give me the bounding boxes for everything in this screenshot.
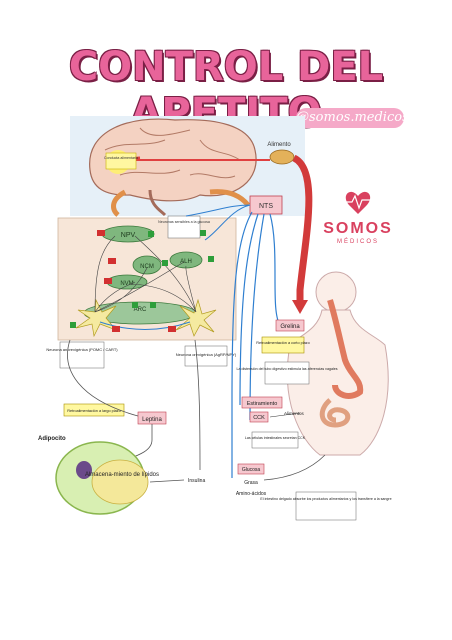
aminoacidos-label: Amino-ácidos [236,491,267,497]
brain-folds [104,127,241,179]
orexigenic-neuron [175,298,217,337]
vagal-line-2 [239,213,259,406]
arc-link [99,321,191,330]
orange-arrow-right [209,189,250,207]
esophagus-stomach [327,299,364,399]
vagal-note: La distensión del tubo digestivo estimul… [236,367,337,371]
npv-label: NPV [121,232,136,239]
ncm-label: NCM [140,264,154,270]
glucosa-label: Glucosa [242,467,261,473]
insulina-label: Insulina [188,478,205,484]
alh-label: ALH [180,259,192,265]
somos-logo: SOMOS MÉDICOS [323,191,393,245]
leptina-note-box [63,403,125,417]
glucosa-box [237,463,265,475]
anorexigenic-box [59,341,105,369]
estiramiento-label: Estiramiento [247,401,278,407]
arc-label: ARC [134,307,147,313]
leptina-note: Retroalimentación a largo plazo [67,409,120,413]
heart-icon [345,191,371,214]
nts-to-hypo [204,204,251,241]
grelina-note-box [261,336,305,354]
vagal-note-box [264,361,310,385]
pulse-icon [346,194,370,210]
grelina-note: Retroalimentación a corto plazo [256,341,309,345]
cck-label: CCK [253,415,265,421]
nts-to-alh [185,204,251,217]
estiramiento-box [241,396,283,409]
alimento-label: Alimento [267,142,291,148]
almacenamiento-label: Almacena-miento de lípidos [85,472,159,478]
vagal-line-3 [249,213,265,421]
alimentos-line [269,412,301,418]
grasa-label: Grasa [244,480,258,486]
brand-sub: MÉDICOS [337,238,379,245]
food-to-stomach-arrow [292,154,313,305]
orexigenic-box [184,345,228,367]
food-icon [269,149,295,165]
adipocito-label: Adipocito [38,436,66,442]
head-outline [315,271,357,313]
orexigenic-label: Neurona orexigénica (AgRP/NPY) [176,352,237,357]
brainstem [148,189,167,217]
cck-box [249,411,269,423]
conducta-label: Conducta alimentaria [104,156,138,160]
intestine [319,398,351,428]
vagal-line-4 [269,213,281,326]
cck-note-box [251,431,299,449]
leptina-label: Leptina [142,417,162,423]
glucose-sensitive-label: Neuronas sensibles a la glucosa [158,220,210,224]
neuron-projections [94,235,197,313]
instagram-handle: @somos.medicos [296,108,409,128]
adipocyte-nucleus [76,461,92,479]
grelina-label: Grelina [280,324,300,330]
grelina-box [275,319,305,332]
insulin-to-adipocyte [149,479,185,483]
intestino-note-box [295,491,357,521]
leptin-feedback-line [67,339,139,417]
orange-arrow-left [111,189,127,217]
page-title: CONTROL DEL APETITO [68,44,384,136]
anorexigenic-label: Neurona anorexigénica (POMC / CART) [46,347,118,352]
glucose-sensitive-box [167,215,201,239]
insulin-line [194,339,201,471]
nts-label: NTS [259,203,273,210]
nvm-label: NVM [120,281,133,287]
intestine-to-blood-line [263,454,326,481]
ncm-nucleus [132,255,162,275]
regulation-markers [70,230,214,332]
cck-note: Las células intestinales secretan CCK [245,436,306,440]
intestino-note: El intestino delgado absorbe los product… [260,497,391,501]
lipid-droplet [91,459,149,505]
arrow-head [292,300,308,314]
conducta-box [105,152,137,170]
vagal-line-1 [231,211,253,478]
brand-name: SOMOS [323,220,393,237]
